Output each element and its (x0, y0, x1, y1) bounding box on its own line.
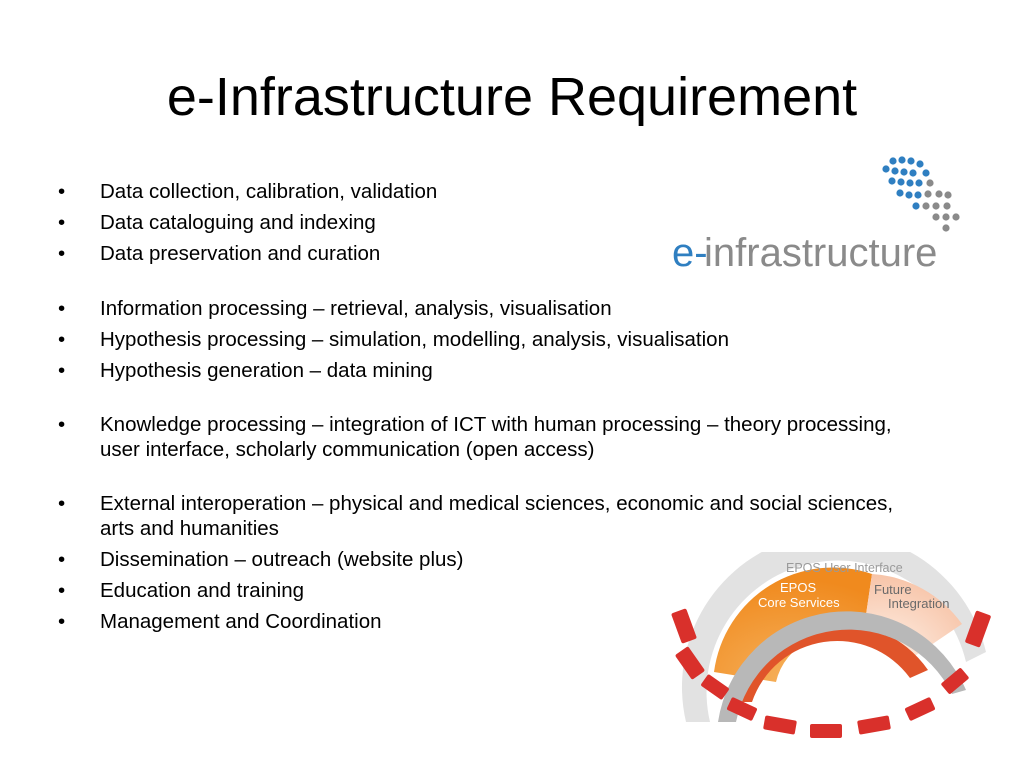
bullet-item: • Hypothesis generation – data mining (56, 359, 916, 384)
bullet-item: • Education and training (56, 579, 916, 604)
epos-future-label-line1: Future (874, 582, 912, 597)
bullet-text: Information processing – retrieval, anal… (100, 296, 612, 320)
epos-future-label-line2: Integration (888, 596, 949, 611)
bullet-list: • Data collection, calibration, validatio… (56, 180, 916, 641)
bullet-item: • Hypothesis processing – simulation, mod… (56, 328, 916, 353)
bullet-text: Management and Coordination (100, 609, 382, 633)
bullet-text: Data collection, calibration, validation (100, 180, 438, 203)
bullet-marker: • (58, 210, 66, 234)
bullet-marker: • (58, 358, 66, 382)
epos-infrastructure-band (718, 611, 966, 722)
bullet-marker: • (58, 547, 66, 571)
e-infrastructure-logo: e- infrastructure (672, 156, 960, 275)
bullet-marker: • (58, 578, 66, 602)
epos-core-label-line1: EPOS (780, 580, 816, 595)
bullet-marker: • (58, 327, 66, 351)
bullet-marker: • (58, 241, 66, 265)
bullet-text: Education and training (100, 578, 305, 602)
bullet-text: Data cataloguing and indexing (100, 210, 376, 234)
epos-diagram: EPOS User Interface EPOS Core Services F… (671, 552, 991, 738)
bullet-text: Dissemination – outreach (website plus) (100, 547, 464, 571)
bullet-item: • External interoperation – physical and … (56, 492, 916, 541)
bullet-text: External interoperation – physical and m… (100, 492, 894, 540)
bullet-marker: • (58, 180, 66, 203)
bullet-marker: • (58, 609, 66, 633)
bullet-item: • Knowledge processing – integration of I… (56, 413, 916, 462)
epos-ring-label: New EPOS e-infrastructure (794, 693, 879, 700)
slide-title: e-Infrastructure Requirement (166, 67, 858, 127)
bullet-marker: • (58, 492, 66, 516)
bullet-item: • Management and Coordination (56, 610, 916, 635)
epos-core-label-line2: Core Services (758, 595, 840, 610)
logo-main-text: infrastructure (704, 231, 937, 275)
bullet-item: • Data preservation and curation (56, 242, 916, 267)
bullet-item: • Data collection, calibration, validatio… (56, 180, 916, 205)
bullet-text: Hypothesis processing – simulation, mode… (100, 327, 729, 351)
bullet-text: Knowledge processing – integration of IC… (100, 413, 892, 461)
bullet-item: • Dissemination – outreach (website plus) (56, 548, 916, 573)
logo-dot-swirl-icon (882, 156, 960, 232)
bullet-marker: • (58, 413, 66, 437)
bullet-item: • Data cataloguing and indexing (56, 211, 916, 236)
logo-prefix-text: e- (672, 231, 708, 275)
bullet-item: • Information processing – retrieval, ana… (56, 297, 916, 322)
bullet-marker: • (58, 296, 66, 320)
epos-outer-red-boxes (671, 608, 991, 738)
epos-top-label: EPOS User Interface (786, 561, 903, 575)
bullet-text: Hypothesis generation – data mining (100, 358, 433, 382)
bullet-text: Data preservation and curation (100, 241, 381, 265)
